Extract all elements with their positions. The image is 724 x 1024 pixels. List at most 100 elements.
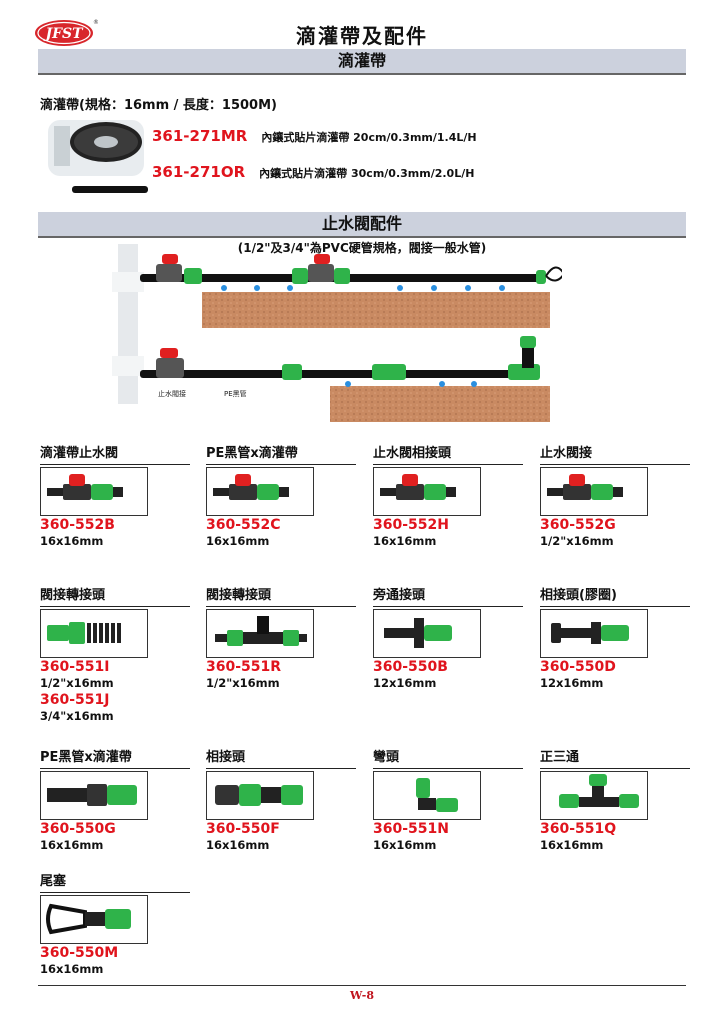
page-title: 滴灌帶及配件	[296, 24, 428, 48]
product-size: 12x16mm	[540, 676, 604, 690]
product-image-frame	[206, 609, 314, 658]
product-code: 361-271MR	[152, 127, 248, 145]
logo-text: JFST	[42, 26, 84, 42]
tee-icon	[559, 774, 639, 808]
product-image-frame	[40, 895, 148, 944]
product-image-frame	[540, 467, 648, 516]
product-code: 360-550G	[40, 821, 116, 837]
product-code: 360-552H	[373, 517, 449, 533]
product-size: 16x16mm	[206, 534, 270, 548]
product-image-frame	[373, 771, 481, 820]
product-code: 360-551I	[40, 659, 110, 675]
end-plug-icon	[46, 903, 131, 935]
product-image-frame	[206, 467, 314, 516]
valve-icon	[547, 474, 623, 500]
diagram-label-pipe: PE黑管	[224, 389, 247, 398]
product-image-frame	[40, 771, 148, 820]
product-code: 360-550F	[206, 821, 280, 837]
valve-icon	[380, 474, 456, 500]
product-image-frame	[373, 467, 481, 516]
product-image-frame	[40, 467, 148, 516]
product-title: 止水閥接	[540, 446, 690, 465]
product-size: 16x16mm	[40, 838, 104, 852]
product-code: 360-550B	[373, 659, 448, 675]
drip-tape-roll-image	[48, 112, 148, 202]
product-size: 3/4"x16mm	[40, 709, 114, 723]
diagram-label-valve: 止水閥接	[158, 389, 186, 398]
product-code: 360-552G	[540, 517, 616, 533]
bypass-connector-icon	[384, 618, 452, 648]
product-size: 12x16mm	[373, 676, 437, 690]
product-code: 360-552B	[40, 517, 115, 533]
product-code: 360-551R	[206, 659, 282, 675]
product-image-frame	[540, 771, 648, 820]
product-size: 1/2"x16mm	[540, 534, 614, 548]
threaded-adapter-icon	[47, 622, 121, 644]
product-size: 16x16mm	[206, 838, 270, 852]
product-title: 閥接轉接頭	[40, 588, 190, 607]
svg-text:®: ®	[93, 19, 98, 26]
grommet-connector-icon	[551, 622, 629, 644]
footer-divider	[38, 985, 686, 986]
section-banner-sub: (1/2"及3/4"為PVC硬管規格，閥接一般水管)	[237, 241, 487, 255]
product-title: 相接頭	[206, 750, 356, 769]
section-banner-main: 止水閥配件	[321, 214, 402, 233]
section-banner-text: 滴灌帶	[337, 51, 386, 70]
product-size: 16x16mm	[40, 534, 104, 548]
barbed-connector-icon	[47, 784, 137, 806]
product-code: 360-551N	[373, 821, 449, 837]
product-image-frame	[40, 609, 148, 658]
product-code: 361-271OR	[152, 163, 246, 181]
product-code: 360-550M	[40, 945, 119, 961]
section-banner-valve-fittings: 止水閥配件 (1/2"及3/4"為PVC硬管規格，閥接一般水管)	[38, 212, 686, 255]
tee-adapter-icon	[215, 616, 307, 646]
product-description: 內鑲式貼片滴灌帶 20cm/0.3mm/1.4L/H	[261, 131, 477, 144]
section-banner-drip-tape: 滴灌帶	[38, 49, 686, 75]
installation-diagram: 止水閥接 PE黑管	[112, 244, 566, 426]
product-code: 360-551J	[40, 692, 110, 708]
product-title: 相接頭(膠圈)	[540, 588, 690, 607]
product-size: 16x16mm	[40, 962, 104, 976]
product-title: 止水閥相接頭	[373, 446, 523, 465]
product-title: PE黑管x滴灌帶	[206, 446, 356, 465]
elbow-icon	[416, 778, 458, 812]
brand-logo: JFST ®	[34, 16, 99, 48]
product-title: 滴灌帶止水閥	[40, 446, 190, 465]
product-size: 16x16mm	[540, 838, 604, 852]
product-size: 1/2"x16mm	[40, 676, 114, 690]
drip-tape-item: 361-271OR 內鑲式貼片滴灌帶 30cm/0.3mm/2.0L/H	[152, 162, 474, 181]
product-code: 360-552C	[206, 517, 281, 533]
product-image-frame	[373, 609, 481, 658]
product-size: 16x16mm	[373, 838, 437, 852]
product-title: PE黑管x滴灌帶	[40, 750, 190, 769]
product-size: 16x16mm	[373, 534, 437, 548]
drip-tape-spec-title: 滴灌帶(規格：16mm / 長度：1500M)	[40, 98, 277, 113]
product-size: 1/2"x16mm	[206, 676, 280, 690]
valve-icon	[213, 474, 289, 500]
product-title: 旁通接頭	[373, 588, 523, 607]
page-number: W-8	[350, 989, 374, 1002]
product-description: 內鑲式貼片滴灌帶 30cm/0.3mm/2.0L/H	[259, 167, 475, 180]
valve-icon	[47, 474, 123, 500]
product-image-frame	[540, 609, 648, 658]
product-code: 360-550D	[540, 659, 616, 675]
straight-connector-icon	[215, 784, 303, 806]
product-title: 彎頭	[373, 750, 523, 769]
product-code: 360-551Q	[540, 821, 617, 837]
product-title: 尾塞	[40, 874, 190, 893]
product-title: 閥接轉接頭	[206, 588, 356, 607]
product-title: 正三通	[540, 750, 690, 769]
